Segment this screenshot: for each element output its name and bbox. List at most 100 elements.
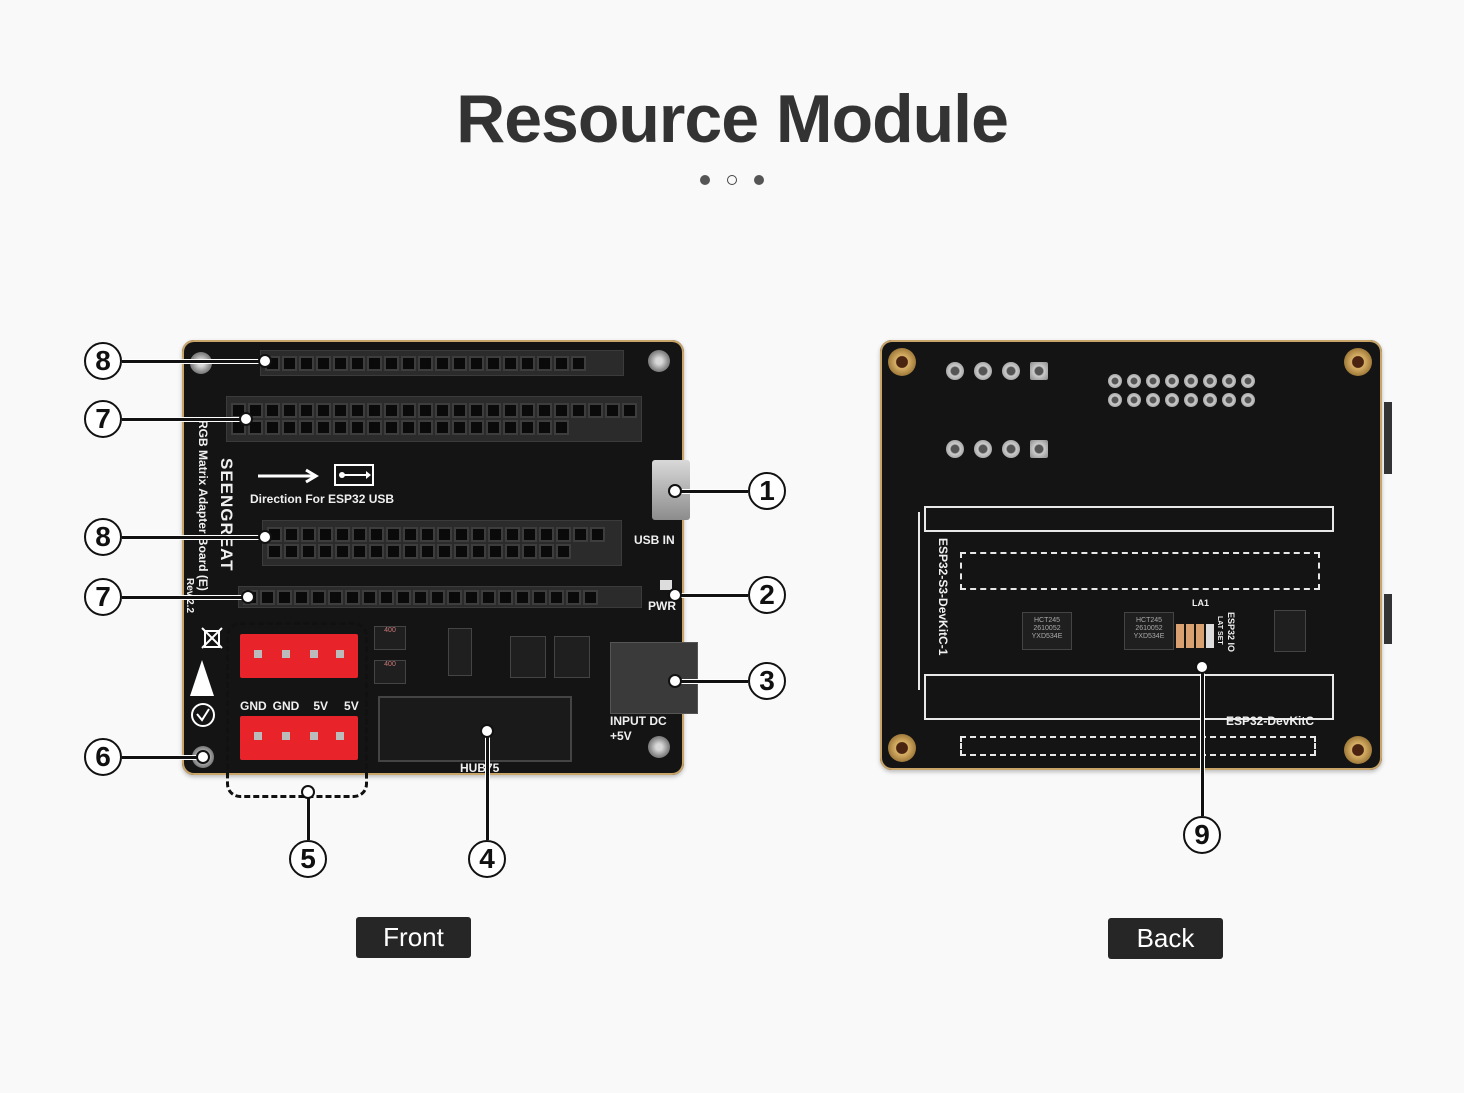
callout-8-top: 8 bbox=[84, 342, 122, 380]
chip-code: 2610052 bbox=[1135, 625, 1163, 632]
esp32-io-label: ESP32 IO bbox=[1226, 612, 1236, 653]
pin-label-5v: 5V bbox=[344, 699, 359, 713]
page-title: Resource Module bbox=[456, 81, 1009, 157]
chip-code: 2610052 bbox=[1033, 625, 1061, 632]
callout-endpoint bbox=[1195, 660, 1209, 674]
standoff-icon bbox=[888, 348, 916, 376]
middle-double-header bbox=[262, 520, 622, 566]
pin-label-gnd: GND bbox=[272, 699, 300, 713]
standoff-icon bbox=[888, 734, 916, 762]
fuse: 400 bbox=[374, 660, 406, 684]
back-board-image: ESP32-S3-DevKitC-1 ESP32-DevKitC HCT245 … bbox=[880, 340, 1392, 770]
arrow-right-icon bbox=[258, 468, 319, 484]
buffer-chip: HCT245 2610052 YXD534E bbox=[1124, 612, 1174, 650]
mosfet-chip bbox=[554, 636, 590, 678]
chip-marking: HCT245 bbox=[1135, 617, 1163, 624]
edge-connector bbox=[1384, 402, 1392, 474]
chip-lot: YXD534E bbox=[1031, 633, 1063, 640]
callout-leader bbox=[122, 359, 262, 364]
usb-icon bbox=[334, 464, 374, 486]
chip-lot: YXD534E bbox=[1133, 633, 1165, 640]
devkit-outline bbox=[960, 736, 1316, 756]
certification-icon bbox=[191, 703, 215, 727]
devkit-outline bbox=[924, 506, 1334, 532]
board-name-text: RGB Matrix Adapter Board (E) bbox=[196, 420, 210, 591]
top-single-header bbox=[260, 350, 624, 376]
callout-leader bbox=[122, 595, 246, 600]
callout-endpoint bbox=[301, 785, 315, 799]
callout-5-power: 5 bbox=[289, 840, 327, 878]
power-connector-top bbox=[240, 634, 358, 678]
callout-endpoint bbox=[258, 530, 272, 544]
standoff-icon bbox=[1344, 736, 1372, 764]
bottom-single-header bbox=[238, 586, 642, 608]
callout-endpoint bbox=[258, 354, 272, 368]
back-label: Back bbox=[1108, 918, 1223, 959]
hub75-pads bbox=[1108, 374, 1255, 407]
callout-8-middle: 8 bbox=[84, 518, 122, 556]
input-dc-voltage: +5V bbox=[610, 729, 632, 743]
standoff-icon bbox=[1344, 348, 1372, 376]
callout-2-pwr: 2 bbox=[748, 576, 786, 614]
esd-warning-icon bbox=[190, 660, 214, 696]
mounting-screw-icon bbox=[648, 736, 670, 758]
callout-endpoint bbox=[241, 590, 255, 604]
callout-4-hub75: 4 bbox=[468, 840, 506, 878]
mosfet-chip bbox=[1274, 610, 1306, 652]
callout-3-dc: 3 bbox=[748, 662, 786, 700]
dc-input-jack bbox=[610, 642, 698, 714]
callout-leader bbox=[306, 794, 311, 840]
mosfet-chip bbox=[510, 636, 546, 678]
pin-label-gnd: GND bbox=[240, 699, 267, 713]
callout-6-screw: 6 bbox=[84, 738, 122, 776]
brand-logo: SEENGREAT bbox=[217, 458, 236, 572]
devkit-outline bbox=[924, 674, 1334, 720]
callout-leader bbox=[485, 732, 490, 840]
carousel-dot-3[interactable] bbox=[754, 175, 764, 185]
pin-label-5v: 5V bbox=[313, 699, 329, 713]
callout-leader bbox=[122, 535, 262, 540]
fuse: 400 bbox=[374, 626, 406, 650]
power-connectors-highlight bbox=[226, 622, 368, 798]
edge-connector bbox=[1384, 594, 1392, 644]
power-pin-labels: GND GND 5V 5V bbox=[240, 699, 359, 713]
carousel-indicator bbox=[0, 175, 1464, 185]
callout-leader bbox=[676, 489, 748, 494]
callout-leader bbox=[122, 755, 200, 760]
pwr-label: PWR bbox=[648, 599, 676, 613]
callout-leader bbox=[1200, 668, 1205, 816]
hub75-connector bbox=[378, 696, 572, 762]
input-dc-label: INPUT DC bbox=[610, 714, 667, 728]
callout-endpoint bbox=[480, 724, 494, 738]
buffer-chip: HCT245 2610052 YXD534E bbox=[1022, 612, 1072, 650]
callout-endpoint bbox=[668, 674, 682, 688]
carousel-dot-2-active[interactable] bbox=[727, 175, 737, 185]
callout-leader bbox=[122, 417, 244, 422]
usb-in-label: USB IN bbox=[634, 533, 675, 547]
la1-label: LA1 bbox=[1192, 598, 1210, 608]
devkit-outline bbox=[960, 552, 1320, 590]
s3-devkit-label: ESP32-S3-DevKitC-1 bbox=[936, 538, 950, 656]
callout-leader bbox=[676, 679, 748, 684]
top-double-header bbox=[226, 396, 642, 442]
front-board-image: SEENGREAT RGB Matrix Adapter Board (E) R… bbox=[182, 340, 698, 775]
lat-jumper bbox=[1176, 624, 1214, 650]
callout-7-top: 7 bbox=[84, 400, 122, 438]
callout-endpoint bbox=[239, 412, 253, 426]
carousel-dot-1[interactable] bbox=[700, 175, 710, 185]
regulator-chip bbox=[448, 628, 472, 676]
callout-endpoint bbox=[668, 484, 682, 498]
callout-endpoint bbox=[196, 750, 210, 764]
devkit-label: ESP32-DevKitC bbox=[1226, 714, 1315, 728]
callout-9-lat: 9 bbox=[1183, 816, 1221, 854]
callout-leader bbox=[676, 593, 748, 598]
callout-1-usb: 1 bbox=[748, 472, 786, 510]
callout-7-bottom: 7 bbox=[84, 578, 122, 616]
power-connector-bottom bbox=[240, 716, 358, 760]
direction-text: Direction For ESP32 USB bbox=[250, 492, 395, 506]
lat-set-label: LAT SET bbox=[1216, 616, 1223, 645]
pwr-led bbox=[660, 580, 672, 590]
mounting-screw-icon bbox=[648, 350, 670, 372]
weee-bin-icon bbox=[201, 627, 223, 649]
front-label: Front bbox=[356, 917, 471, 958]
